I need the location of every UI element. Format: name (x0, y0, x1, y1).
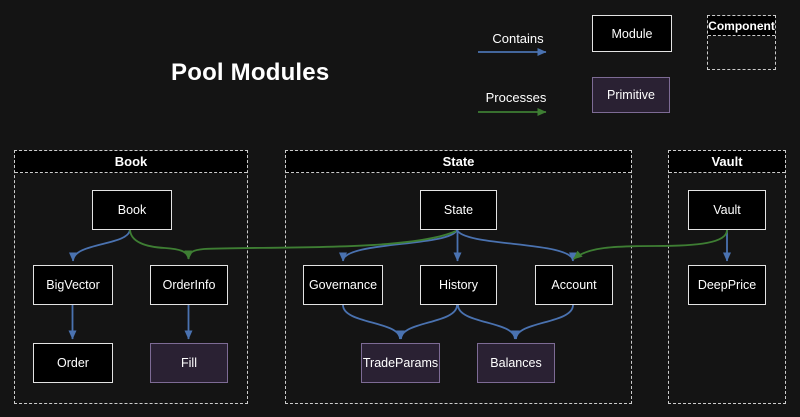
legend-module-label: Module (611, 26, 653, 41)
node-tradeparams-label: TradeParams (362, 356, 439, 370)
container-state-title: State (286, 151, 631, 173)
node-vault: Vault (688, 190, 766, 230)
node-orderinfo-label: OrderInfo (162, 278, 216, 292)
node-balances-label: Balances (490, 356, 542, 370)
legend-component-box: Component (707, 15, 776, 70)
node-history: History (420, 265, 497, 305)
node-bigvector-label: BigVector (46, 278, 100, 292)
node-tradeparams: TradeParams (361, 343, 440, 383)
container-book-title: Book (15, 151, 247, 173)
legend-component-label: Component (708, 16, 775, 36)
legend-primitive-label: Primitive (607, 88, 655, 102)
legend-contains-label: Contains (492, 31, 544, 46)
node-governance: Governance (303, 265, 383, 305)
node-account-label: Account (551, 278, 597, 292)
container-state: State (285, 150, 632, 404)
page-title: Pool Modules (171, 59, 330, 86)
node-order: Order (33, 343, 113, 383)
node-account: Account (535, 265, 613, 305)
legend-module-box: Module (592, 15, 672, 52)
node-fill: Fill (150, 343, 228, 383)
node-state-label: State (443, 203, 474, 217)
node-vault-label: Vault (713, 203, 741, 217)
node-deepprice-label: DeepPrice (697, 278, 757, 292)
legend-primitive-box: Primitive (592, 77, 670, 113)
container-vault-title: Vault (669, 151, 785, 173)
node-state: State (420, 190, 497, 230)
container-book: Book (14, 150, 248, 404)
node-book: Book (92, 190, 172, 230)
legend-processes-label: Processes (485, 90, 547, 105)
node-history-label: History (439, 278, 478, 292)
node-book-label: Book (117, 203, 147, 217)
node-deepprice: DeepPrice (688, 265, 766, 305)
node-orderinfo: OrderInfo (150, 265, 228, 305)
node-order-label: Order (57, 356, 89, 370)
container-vault: Vault (668, 150, 786, 404)
node-fill-label: Fill (181, 356, 197, 370)
node-balances: Balances (477, 343, 555, 383)
node-governance-label: Governance (308, 278, 378, 292)
node-bigvector: BigVector (33, 265, 113, 305)
